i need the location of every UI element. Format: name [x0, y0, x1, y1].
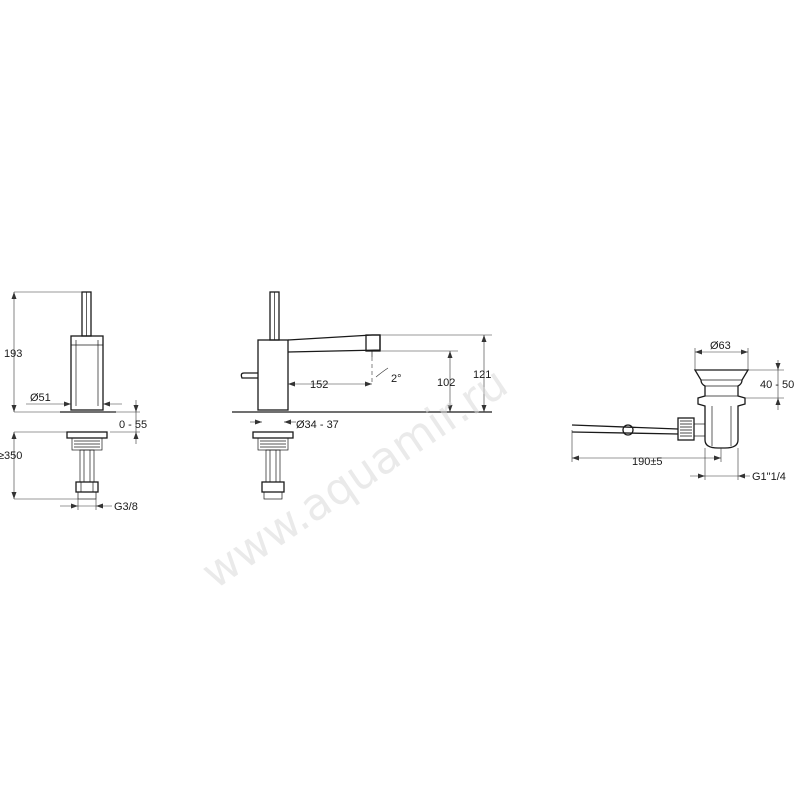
- side-threaded-stud: [79, 449, 95, 483]
- total-height-label: 121: [473, 369, 491, 381]
- side-mount-nut: [66, 431, 108, 439]
- front-mount-nut: [252, 431, 294, 439]
- deck-thickness-label: 0 - 55: [119, 419, 147, 431]
- hose-length-label: ≥350: [0, 450, 22, 462]
- front-body: [257, 339, 289, 411]
- rod-length-label: 190±5: [632, 456, 663, 468]
- front-hose-connector: [261, 481, 285, 493]
- side-body: [70, 335, 104, 411]
- waste-body: [693, 369, 750, 449]
- waste-view: Ø63 40 - 50 190±5 G1"1/4: [571, 340, 794, 483]
- popup-lever: [240, 372, 258, 379]
- angle-label: 2°: [391, 373, 402, 385]
- side-hose-connector: [75, 481, 99, 493]
- spout-reach-label: 152: [310, 379, 328, 391]
- spout-height-label: 102: [437, 377, 455, 389]
- flange-diameter-label: Ø63: [710, 340, 731, 352]
- base-diameter-label: Ø34 - 37: [296, 419, 339, 431]
- waste-pull-rod: [571, 424, 679, 430]
- watermark: www.aquamir.ru: [193, 357, 517, 599]
- rod-ball-joint: [622, 424, 634, 436]
- height-label: 193: [4, 348, 22, 360]
- flange-height-label: 40 - 50: [760, 379, 794, 391]
- front-view: Ø34 - 37 152 2° 102 121: [232, 291, 492, 500]
- outlet-thread-label: G1"1/4: [752, 471, 786, 483]
- front-threaded-stud: [265, 449, 281, 483]
- body-diameter-label: Ø51: [30, 392, 51, 404]
- side-view: 193 Ø51 0 - 55 ≥350 G3/8: [0, 291, 147, 513]
- thread-label: G3/8: [114, 501, 138, 513]
